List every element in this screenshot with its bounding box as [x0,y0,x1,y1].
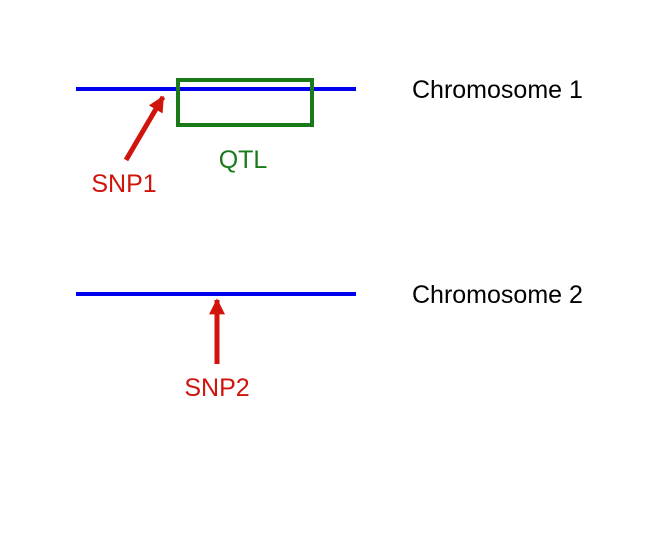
chromosome-2: Chromosome 2 [76,281,583,309]
chromosome-1: Chromosome 1 [76,76,583,104]
qtl-box [176,78,314,127]
qtl-region: QTL [176,78,314,174]
snp2-marker: SNP2 [184,298,250,402]
chromosome-1-label: Chromosome 1 [412,76,583,104]
snp2-label: SNP2 [184,374,249,402]
chromosome-2-label: Chromosome 2 [412,281,583,309]
snp1-label: SNP1 [91,170,156,198]
snp1-arrow [123,95,166,162]
snp1-marker: SNP1 [91,95,166,198]
qtl-label: QTL [219,146,268,174]
